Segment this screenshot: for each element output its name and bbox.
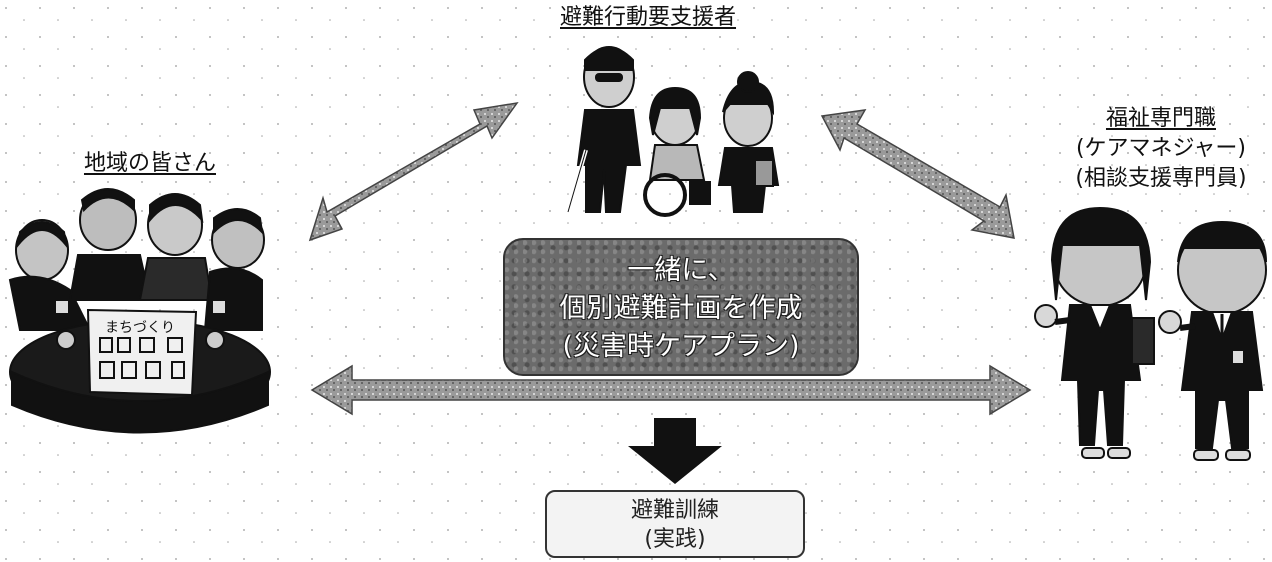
support-recipients-label: 避難行動要支援者 xyxy=(560,4,736,32)
care-manager-figure xyxy=(1034,206,1155,459)
evacuation-plan-box: 一緒に、 個別避難計画を作成 (災害時ケアプラン) xyxy=(503,238,859,376)
support-recipients-text: 避難行動要支援者 xyxy=(560,5,737,30)
plan-together-text: 一緒に、 xyxy=(627,255,735,286)
support-specialist-figure xyxy=(1158,220,1267,461)
community-group-illustration xyxy=(8,188,271,434)
welfare-title-text: 福祉専門職 xyxy=(1105,106,1216,131)
double-arrow-horizontal xyxy=(310,364,1032,416)
evacuation-drill-box: 避難訓練 (実践) xyxy=(545,490,805,558)
drill-practice-text: (実践) xyxy=(644,527,706,552)
double-arrow-left-diagonal xyxy=(308,101,519,242)
plan-disaster-careplan-text: (災害時ケアプラン) xyxy=(562,331,800,362)
welfare-professionals-label: 福祉専門職 (ケアマネジャー) (相談支援専門員) xyxy=(1050,104,1272,194)
support-recipients-illustration xyxy=(566,46,780,217)
person-with-cane-figure xyxy=(566,46,642,213)
wheelchair-user-figure xyxy=(643,86,711,217)
drill-title-text: 避難訓練 xyxy=(630,498,719,523)
welfare-consultation-text: (相談支援専門員) xyxy=(1075,166,1247,191)
local-residents-label: 地域の皆さん xyxy=(60,150,240,178)
plan-create-text: 個別避難計画を作成 xyxy=(559,293,803,324)
local-residents-text: 地域の皆さん xyxy=(83,151,216,176)
welfare-care-manager-text: (ケアマネジャー) xyxy=(1075,136,1247,161)
elderly-person-figure xyxy=(717,71,780,213)
double-arrow-right-diagonal xyxy=(820,109,1015,239)
down-arrow xyxy=(628,418,722,484)
town-planning-sign: まちづくり xyxy=(105,320,175,336)
welfare-professionals-illustration xyxy=(1034,206,1267,461)
